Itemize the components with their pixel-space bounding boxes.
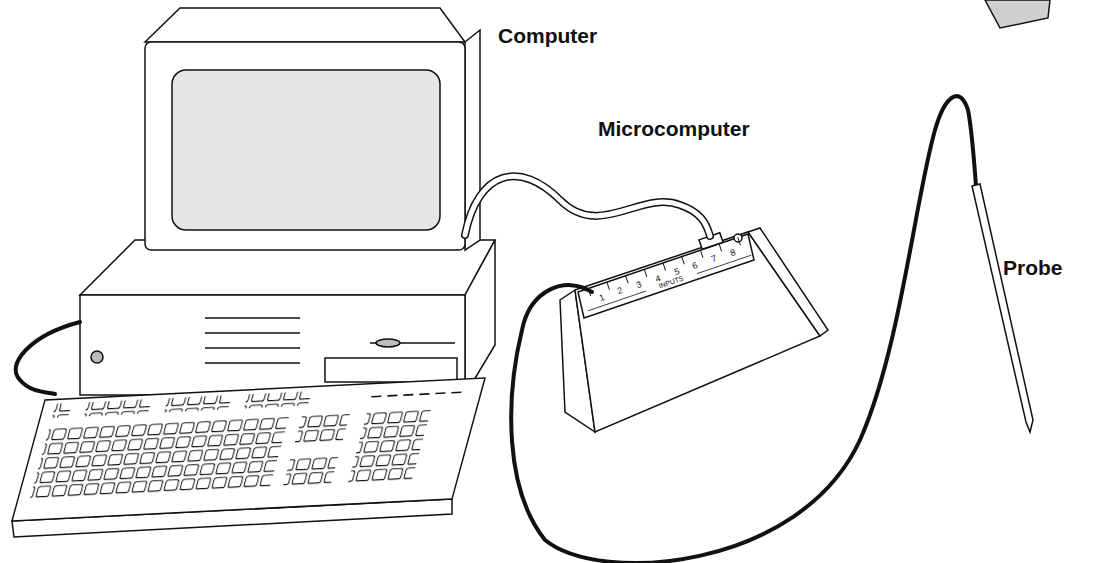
slot-divider [644, 269, 647, 277]
part-label: Computer [498, 25, 597, 46]
cables [16, 96, 976, 563]
keyboard [12, 378, 485, 537]
slot-divider [700, 250, 703, 258]
slot-divider [682, 257, 685, 265]
slot-divider [663, 263, 666, 271]
slot-divider [607, 282, 610, 290]
cropped-object [985, 0, 1050, 28]
slot-divider [719, 244, 722, 252]
input-slots [588, 237, 751, 310]
rule-line [697, 255, 751, 274]
part-label: Microcomputer [598, 118, 750, 139]
slot-divider [626, 276, 629, 284]
part-label: Probe [1003, 257, 1063, 278]
microcomputer-box [560, 228, 828, 432]
computer-monitor [145, 8, 480, 250]
slot-divider [738, 237, 741, 245]
probe [972, 184, 1033, 432]
